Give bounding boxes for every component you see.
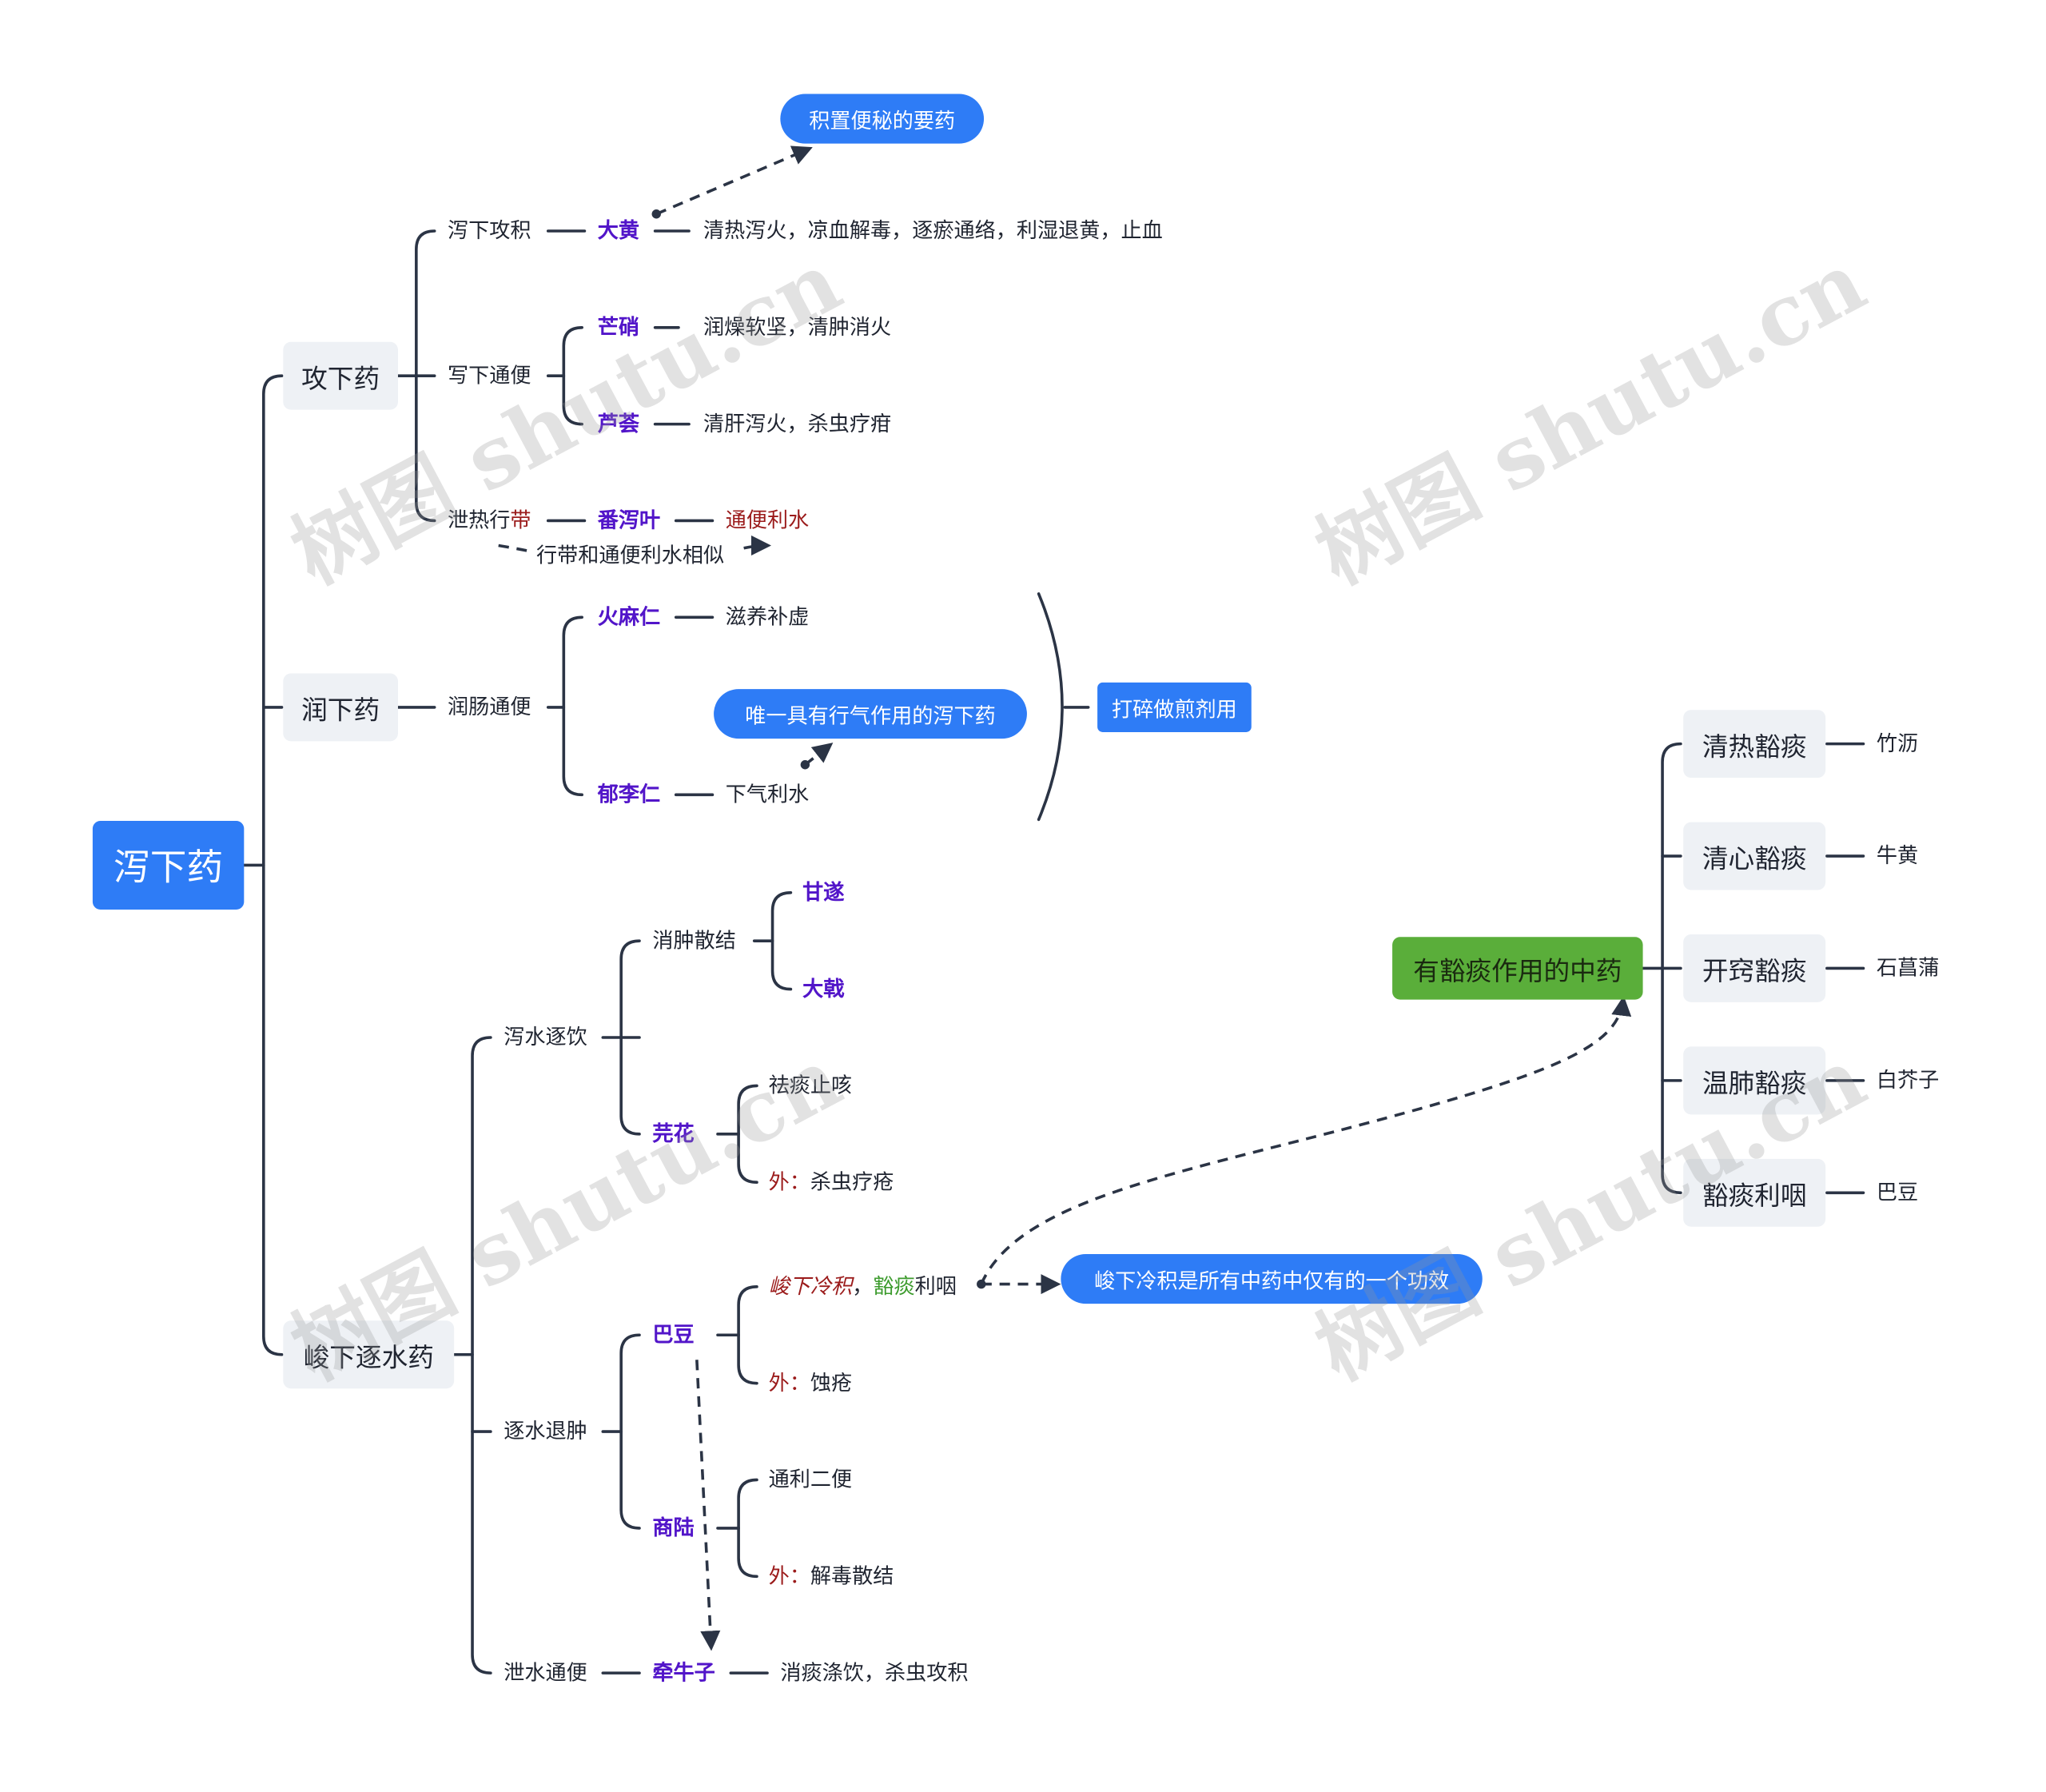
sub-xieshui-zhuyin[interactable]: 泻水逐饮 (504, 1024, 587, 1049)
callout-badou[interactable]: 峻下冷积是所有中药中仅有的一个功效 (1061, 1254, 1483, 1304)
sub-xiere-label-a: 泄热行 (448, 508, 511, 533)
desc-badou-junxia: 峻下冷积 (768, 1273, 853, 1299)
huotan-item-qingre[interactable]: 清热豁痰 (1683, 710, 1826, 779)
huotan-herb-shichangpu[interactable]: 石菖蒲 (1876, 955, 1940, 981)
herb-huomaren[interactable]: 火麻仁 (597, 603, 661, 629)
herb-luhui[interactable]: 芦荟 (597, 411, 640, 436)
huotan-item-label: 清热豁痰 (1702, 730, 1807, 762)
herb-mangxiao[interactable]: 芒硝 (597, 314, 640, 340)
desc-mangxiao: 润燥软坚，清肿消火 (703, 314, 892, 340)
branch-junxia[interactable]: 峻下逐水药 (283, 1320, 455, 1389)
desc-badou-liyan: 利咽 (914, 1273, 957, 1299)
desc-yuanhua-2-text: 杀虫疗疮 (810, 1169, 894, 1194)
desc-qianniuzi: 消痰涤饮，杀虫攻积 (780, 1659, 969, 1685)
herb-yuliren[interactable]: 郁李仁 (597, 781, 661, 807)
huotan-item-label: 豁痰利咽 (1702, 1179, 1807, 1211)
desc-yuanhua-2: 外：杀虫疗疮 (768, 1169, 894, 1194)
prefix-wai-3: 外： (768, 1563, 810, 1588)
huotan-item-label: 开窍豁痰 (1702, 954, 1807, 986)
herb-badou[interactable]: 巴豆 (652, 1321, 695, 1347)
huotan-item-liyan[interactable]: 豁痰利咽 (1683, 1158, 1826, 1227)
huotan-root[interactable]: 有豁痰作用的中药 (1392, 937, 1643, 1000)
huotan-herb-badou[interactable]: 巴豆 (1876, 1179, 1919, 1205)
herb-dahuang[interactable]: 大黄 (597, 217, 640, 243)
sub-xiaozhong-sanjie[interactable]: 消肿散结 (652, 927, 736, 953)
desc-huomaren: 滋养补虚 (725, 603, 810, 629)
brace-note-label: 打碎做煎剂用 (1112, 696, 1237, 722)
desc-shanglu-2-text: 解毒散结 (810, 1563, 894, 1588)
desc-luhui: 清肝泻火，杀虫疗疳 (703, 411, 892, 436)
desc-badou-sep: ， (852, 1273, 874, 1299)
desc-badou-1: 峻下冷积，豁痰利咽 (769, 1276, 957, 1297)
desc-dahuang: 清热泻火，凉血解毒，逐瘀通络，利湿退黄，止血 (703, 217, 1163, 243)
root-node[interactable]: 泻下药 (92, 820, 245, 910)
desc-yuliren: 下气利水 (725, 781, 810, 807)
huotan-root-label: 有豁痰作用的中药 (1413, 954, 1622, 986)
huotan-herb-baijiezi[interactable]: 白芥子 (1876, 1067, 1940, 1093)
root-label: 泻下药 (113, 845, 224, 889)
herb-yuanhua[interactable]: 芫花 (652, 1121, 695, 1146)
huotan-item-label: 清心豁痰 (1702, 842, 1807, 874)
prefix-wai-2: 外： (768, 1370, 810, 1396)
huotan-herb-niuhuang[interactable]: 牛黄 (1876, 842, 1919, 868)
herb-shanglu[interactable]: 商陆 (652, 1515, 695, 1540)
callout-badou-label: 峻下冷积是所有中药中仅有的一个功效 (1093, 1268, 1450, 1294)
prefix-wai-1: 外： (768, 1169, 810, 1194)
callout-yuliren-label: 唯一具有行气作用的泻下药 (745, 703, 996, 729)
branch-runxia[interactable]: 润下药 (283, 673, 398, 742)
sub-xiere-label-b: 带 (510, 508, 531, 533)
note-xingdai: 行带和通便利水相似 (536, 543, 725, 568)
desc-yuanhua-1: 祛痰止咳 (768, 1073, 853, 1098)
huotan-item-wenfei[interactable]: 温肺豁痰 (1683, 1046, 1826, 1115)
sub-xiexia-gongji[interactable]: 泻下攻积 (448, 217, 531, 243)
herb-daji[interactable]: 大戟 (802, 976, 845, 1002)
brace-note-box[interactable]: 打碎做煎剂用 (1097, 682, 1252, 732)
desc-shanglu-1: 通利二便 (768, 1467, 853, 1492)
callout-dahuang[interactable]: 积置便秘的要药 (780, 94, 985, 144)
sub-xiexia-tongbian[interactable]: 写下通便 (448, 362, 531, 388)
branch-junxia-label: 峻下逐水药 (303, 1340, 434, 1372)
sub-xieshui-tongbian[interactable]: 泄水通便 (504, 1659, 587, 1685)
herb-fanxieye[interactable]: 番泻叶 (597, 508, 661, 533)
herb-gansui[interactable]: 甘遂 (802, 879, 845, 905)
huotan-item-label: 温肺豁痰 (1702, 1066, 1807, 1098)
sub-xiere-xingdai[interactable]: 泄热行带 (448, 510, 531, 531)
desc-badou-2-text: 蚀疮 (810, 1370, 853, 1396)
huotan-herb-zhuli[interactable]: 竹沥 (1876, 731, 1919, 756)
desc-badou-2: 外：蚀疮 (768, 1370, 853, 1396)
huotan-item-qingxin[interactable]: 清心豁痰 (1683, 822, 1826, 890)
sub-runchang-tongbian[interactable]: 润肠通便 (448, 694, 531, 719)
callout-dahuang-label: 积置便秘的要药 (809, 108, 956, 133)
callout-yuliren[interactable]: 唯一具有行气作用的泻下药 (714, 689, 1027, 739)
sub-zhushui-tuizhong[interactable]: 逐水退肿 (504, 1418, 587, 1444)
branch-gongxia[interactable]: 攻下药 (283, 341, 398, 410)
desc-shanglu-2: 外：解毒散结 (768, 1563, 894, 1588)
herb-qianniuzi[interactable]: 牵牛子 (652, 1659, 715, 1685)
desc-fanxieye: 通便利水 (725, 508, 810, 533)
huotan-item-kaiqiao[interactable]: 开窍豁痰 (1683, 934, 1826, 1002)
branch-gongxia-label: 攻下药 (301, 362, 380, 394)
branch-runxia-label: 润下药 (301, 693, 380, 725)
desc-badou-huotan: 豁痰 (873, 1273, 915, 1299)
